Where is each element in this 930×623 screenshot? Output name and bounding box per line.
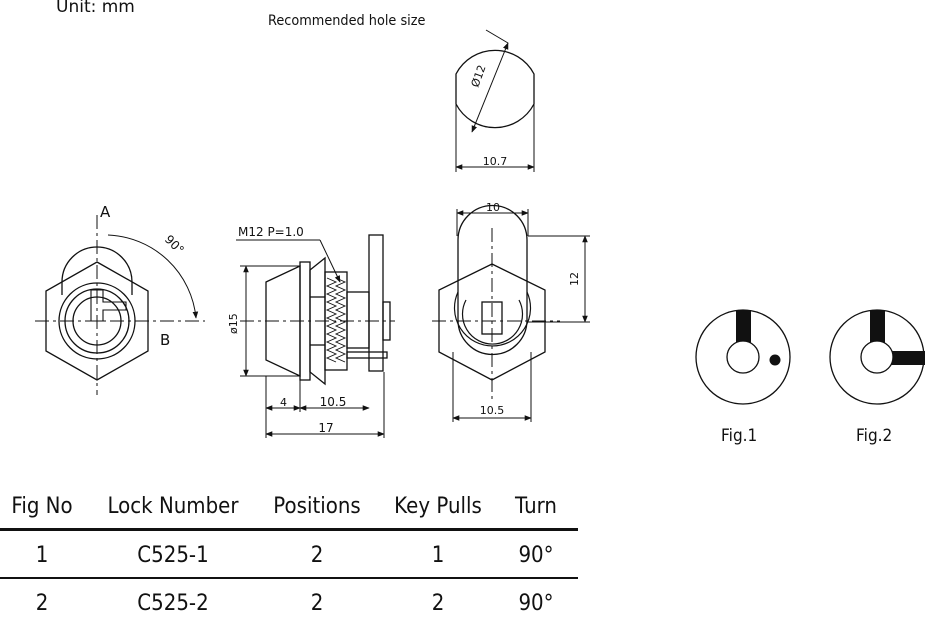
recommended-hole-view: Ø12 10.7 <box>455 29 535 172</box>
unit-label: Unit: mm <box>56 0 135 17</box>
header-fig-no: Fig No <box>11 494 73 519</box>
body-dia-label: ø15 <box>227 313 240 334</box>
front-view-rotation: A B 90° <box>35 203 205 395</box>
position-b-label: B <box>160 331 170 349</box>
table-header-row: Fig No Lock Number Positions Key Pulls T… <box>0 492 578 531</box>
fig1-label: Fig.1 <box>721 426 758 446</box>
dim-10-label: 10 <box>486 201 500 214</box>
side-view: 4 10.5 17 ø15 M12 P=1.0 <box>227 225 395 438</box>
hole-dia-label: Ø12 <box>469 63 489 89</box>
dim-10-5-side-label: 10.5 <box>320 395 347 409</box>
cell-key-pulls: 2 <box>431 591 445 616</box>
cell-positions: 2 <box>310 591 324 616</box>
dim-12-label: 12 <box>568 272 581 286</box>
fig1-diagram <box>695 309 791 405</box>
header-key-pulls: Key Pulls <box>394 494 482 519</box>
dim-4-label: 4 <box>280 396 287 409</box>
hole-width-label: 10.7 <box>483 155 508 168</box>
cell-fig-no: 2 <box>35 591 49 616</box>
recommended-hole-size-label: Recommended hole size <box>268 13 426 29</box>
thread-label: M12 P=1.0 <box>238 225 304 239</box>
header-lock-number: Lock Number <box>107 494 239 519</box>
table-row: 2 C525-2 2 2 90° <box>0 579 578 623</box>
table-row: 1 C525-1 2 1 90° <box>0 531 578 579</box>
cell-lock-number: C525-1 <box>137 543 209 568</box>
cell-key-pulls: 1 <box>431 543 445 568</box>
fig2-label: Fig.2 <box>856 426 893 446</box>
dim-17-label: 17 <box>318 421 333 435</box>
cell-turn: 90° <box>518 543 554 568</box>
header-turn: Turn <box>515 494 557 519</box>
cell-fig-no: 1 <box>35 543 49 568</box>
fig2-diagram <box>829 309 925 405</box>
lock-spec-table: Fig No Lock Number Positions Key Pulls T… <box>0 492 578 623</box>
angle-label: 90° <box>162 232 187 257</box>
cell-lock-number: C525-2 <box>137 591 209 616</box>
position-a-label: A <box>100 203 111 221</box>
dim-10-5-front-label: 10.5 <box>480 404 505 417</box>
header-positions: Positions <box>273 494 361 519</box>
cell-turn: 90° <box>518 591 554 616</box>
rear-view: 10 12 10.5 <box>432 201 590 422</box>
cell-positions: 2 <box>310 543 324 568</box>
